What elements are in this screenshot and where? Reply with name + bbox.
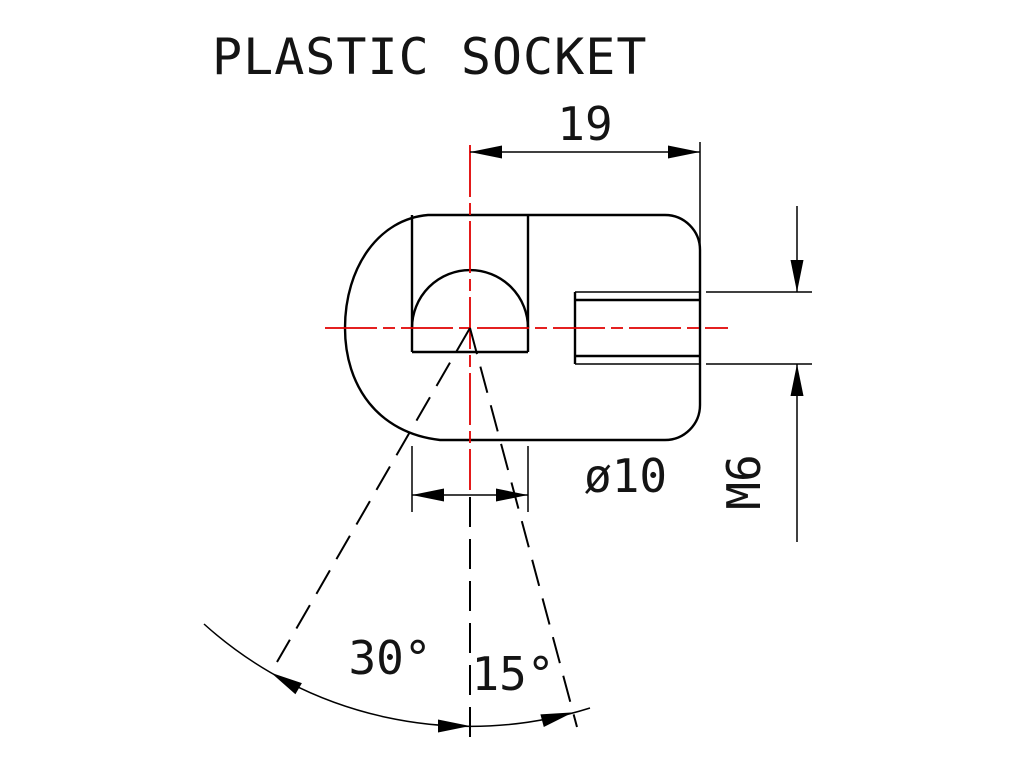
- swing-angle-label: 30°: [348, 631, 431, 685]
- dimension-bore-diameter: ø10: [411, 446, 667, 512]
- angle-dim-arc: [203, 623, 591, 728]
- width-dim-label: 19: [557, 97, 612, 151]
- thread-arrow-bottom-icon: [790, 364, 804, 396]
- dimension-width: 19: [470, 97, 701, 250]
- angle-arrow-right-icon: [540, 712, 573, 727]
- thread-dim-label: M6: [717, 454, 771, 509]
- angle-arrow-middle-icon: [438, 719, 470, 733]
- centerlines: [325, 145, 728, 490]
- width-arrow-left-icon: [470, 145, 502, 159]
- bore-dim-label: ø10: [584, 449, 667, 503]
- drawing-title: PLASTIC SOCKET: [212, 28, 647, 86]
- dimension-thread: M6: [706, 206, 812, 542]
- thread-arrow-top-icon: [790, 260, 804, 292]
- part-outline: [343, 213, 702, 442]
- swing-right-dashed-line: [469, 327, 578, 728]
- width-arrow-right-icon: [668, 145, 700, 159]
- bore-arrow-left-icon: [412, 488, 444, 502]
- swing-left-dashed-line: [276, 327, 471, 663]
- angle-construction: [276, 327, 578, 742]
- dimension-angles: 30° 15°: [203, 623, 591, 733]
- angle-arrow-left-icon: [271, 672, 302, 695]
- bore-arrow-right-icon: [496, 488, 528, 502]
- tilt-angle-label: 15°: [471, 647, 554, 701]
